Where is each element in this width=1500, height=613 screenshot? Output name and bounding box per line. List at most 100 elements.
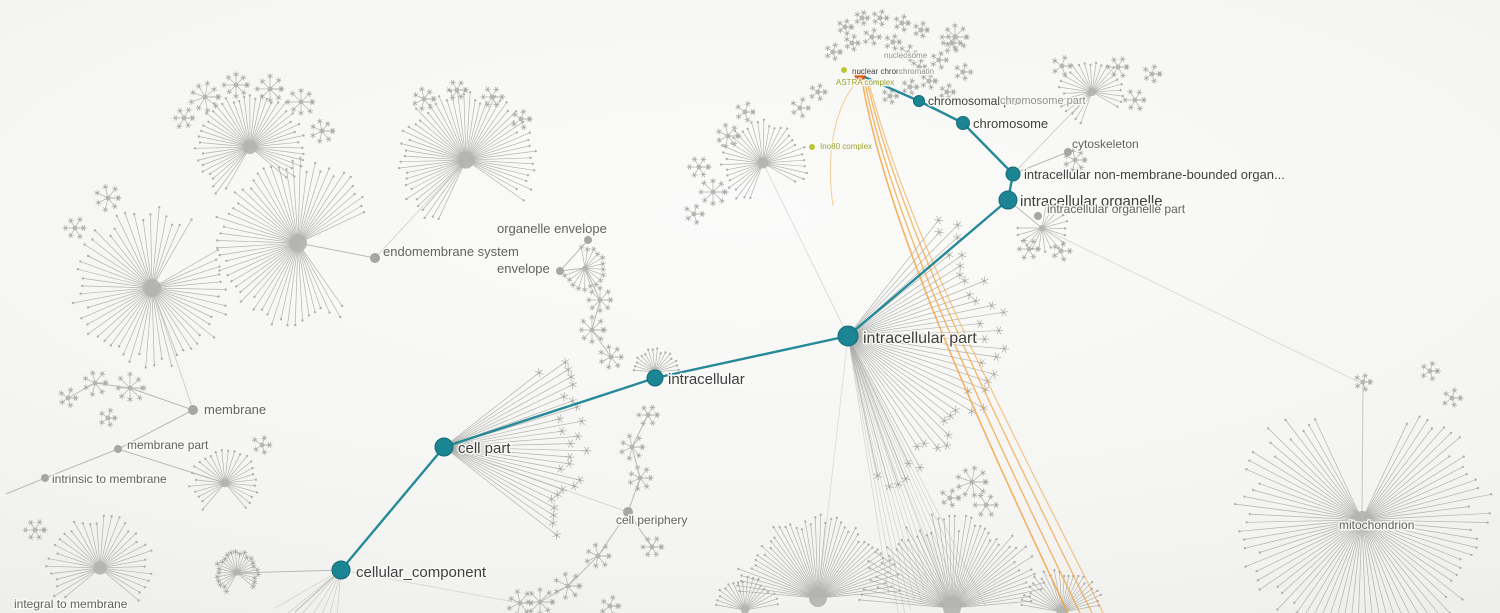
graph-node-green[interactable] [809,144,815,150]
cluster-hub-node[interactable] [517,600,523,606]
cluster-hub-node[interactable] [797,105,803,111]
cluster-hub-node[interactable] [202,94,208,100]
cluster-hub-node[interactable] [259,442,265,448]
cluster[interactable] [94,183,122,213]
label-intrinsic-to-membrane[interactable]: intrinsic to membrane [51,471,169,488]
label-endomembrane-system[interactable]: endomembrane system [382,243,521,261]
cluster-hub-node[interactable] [32,527,38,533]
cluster[interactable] [809,82,829,102]
cluster-hub-node[interactable] [960,69,966,75]
cluster[interactable] [972,492,999,518]
cluster[interactable] [525,586,556,613]
cluster-hub-node[interactable] [1132,97,1138,103]
cluster-hub-node[interactable] [518,116,524,122]
cluster[interactable] [1016,237,1042,261]
cluster-hub-node[interactable] [421,96,427,102]
cluster[interactable] [172,107,196,130]
cluster-hub-node[interactable] [1149,71,1155,77]
cluster[interactable] [82,370,109,398]
cluster[interactable] [445,79,469,101]
cluster-hub-node[interactable] [93,561,107,575]
cluster-hub-node[interactable] [740,605,750,613]
cluster-hub-node[interactable] [926,78,932,84]
cluster-hub-node[interactable] [1056,606,1068,613]
node-chromosome[interactable] [956,116,970,130]
label-chromatin[interactable]: chromatin [898,66,936,78]
label-chromosome[interactable]: chromosome [972,115,1050,133]
cluster-hub-node[interactable] [1059,63,1065,69]
cluster-hub-node[interactable] [983,502,989,508]
cluster-hub-node[interactable] [943,599,961,613]
cluster[interactable] [1234,415,1493,613]
label-ino80-complex[interactable]: Ino80 complex [819,141,874,153]
graph-node-green[interactable] [841,67,847,73]
cluster-hub-node[interactable] [691,211,697,217]
cluster[interactable] [584,542,612,569]
cluster[interactable] [1442,387,1464,408]
cluster[interactable] [1354,372,1374,393]
graph-node[interactable] [1034,212,1042,220]
cluster-hub-node[interactable] [916,64,922,70]
cluster-hub-node[interactable] [489,94,495,100]
cluster-hub-node[interactable] [899,20,905,26]
cluster-hub-node[interactable] [72,225,78,231]
cluster-hub-node[interactable] [952,34,958,40]
cluster-hub-node[interactable] [1026,246,1032,252]
cluster[interactable] [719,118,808,200]
cluster[interactable] [871,8,890,28]
cluster[interactable] [619,433,646,462]
cluster-hub-node[interactable] [1058,248,1064,254]
cluster[interactable] [884,33,903,52]
cluster-hub-node[interactable] [918,27,924,33]
cluster-hub-node[interactable] [742,109,748,115]
cluster[interactable] [578,314,608,345]
cluster[interactable] [412,86,437,112]
cluster[interactable] [716,122,742,150]
cluster[interactable] [254,73,285,104]
cluster[interactable] [397,89,537,220]
cluster[interactable] [847,335,987,613]
cluster[interactable] [939,487,962,509]
label-envelope[interactable]: envelope [496,260,552,278]
label-organelle-envelope[interactable]: organelle envelope [496,220,609,238]
label-intracellular-organelle[interactable]: intracellular organelle [1019,192,1165,212]
cluster[interactable] [627,464,654,492]
cluster[interactable] [506,588,534,613]
cluster[interactable] [599,594,622,613]
cluster[interactable] [188,449,259,511]
cluster[interactable] [553,571,583,601]
cluster[interactable] [686,156,712,178]
cluster[interactable] [955,465,990,499]
cluster-hub-node[interactable] [696,164,702,170]
label-membrane-part[interactable]: membrane part [126,437,211,454]
label-mitochondrion[interactable]: mitochondrion [1338,517,1416,534]
graph-node[interactable] [623,507,633,517]
cluster-hub-node[interactable] [105,415,111,421]
cluster[interactable] [71,206,227,369]
cluster-hub-node[interactable] [1115,64,1121,70]
cluster[interactable] [920,72,939,91]
cluster[interactable] [911,57,929,77]
cluster[interactable] [854,9,871,27]
cluster[interactable] [862,27,883,47]
cluster[interactable] [939,22,970,52]
cluster-hub-node[interactable] [319,128,325,134]
cluster[interactable] [899,43,919,63]
cluster-hub-node[interactable] [298,99,304,105]
graph-node[interactable] [114,445,122,453]
cluster-hub-node[interactable] [233,82,239,88]
cluster[interactable] [913,20,931,39]
label-chromosomal-part[interactable]: chromosomal part [927,93,1027,110]
label-intracellular-non-membrane-bounded-organ[interactable]: intracellular non-membrane-bounded organ… [1023,166,1287,184]
cluster[interactable] [285,87,316,116]
node-intracellular-non-membrane-bounded-organelle[interactable] [1005,166,1021,182]
cluster[interactable] [632,347,680,373]
label-nuclear-chromatin[interactable]: nuclear chromatin [851,66,918,78]
cluster[interactable] [62,216,87,240]
label-nucleosome[interactable]: nucleosome [883,50,930,62]
cluster-hub-node[interactable] [1072,157,1078,163]
node-intracellular-part[interactable] [837,325,859,347]
node-chromosomal-part[interactable] [913,95,925,107]
cluster-hub-node[interactable] [869,34,875,40]
cluster-hub-node[interactable] [809,589,827,607]
